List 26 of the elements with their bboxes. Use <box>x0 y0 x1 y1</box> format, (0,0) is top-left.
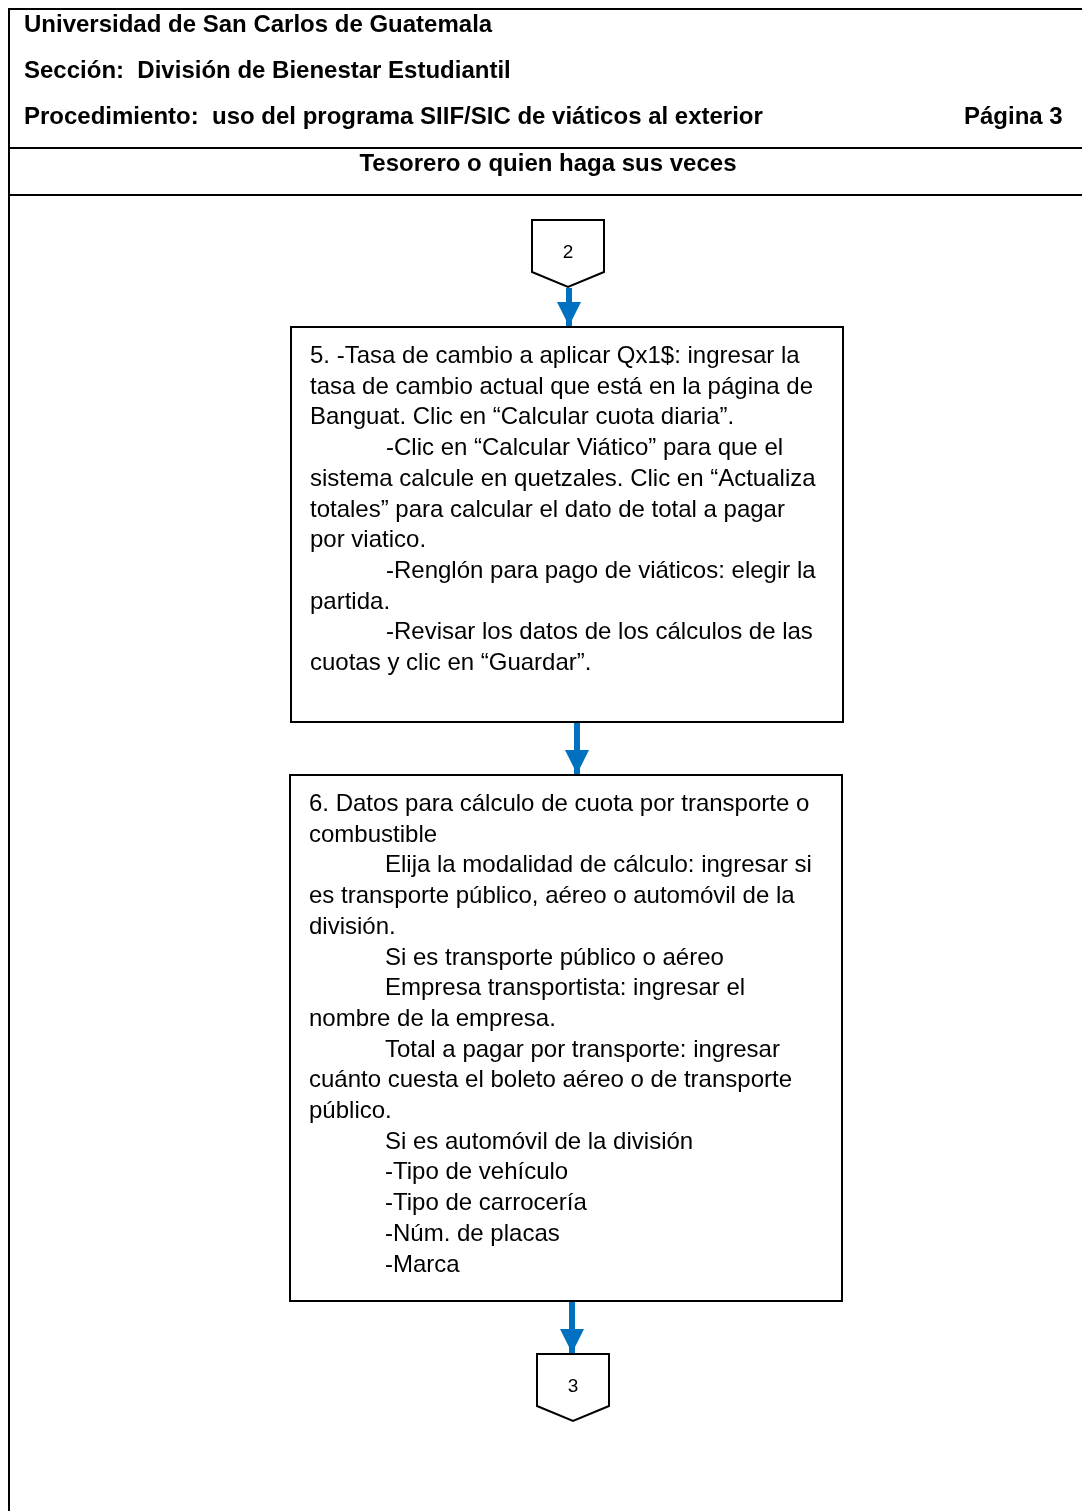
step-text: 5. -Tasa de cambio a aplicar Qx1$: ingresar la tasa de cambio actual que está en la página de Banguat. Clic en “Calcular cuota diaria”. <box>310 340 815 432</box>
step-text: -Clic en “Calcular Viático” para que el sistema calcule en quetzales. Clic en “Actualiza totales” para calcular el dato de total a pagar por viatico. <box>310 432 817 555</box>
header-text: Procedimiento: uso del programa SIIF/SIC de viáticos al exterior <box>24 102 763 130</box>
step-text: Elija la modalidad de cálculo: ingresar si es transporte público, aéreo o automóvil de la división. <box>309 849 813 941</box>
header-text: Universidad de San Carlos de Guatemala <box>24 10 493 38</box>
header-text: Sección: División de Bienestar Estudiantil <box>24 56 511 84</box>
step-text: -Revisar los datos de los cálculos de las cuotas y clic en “Guardar”. <box>310 616 814 678</box>
arrow <box>565 723 589 774</box>
connector-number: 3 <box>566 1375 580 1397</box>
step-text: -Marca <box>384 1248 461 1279</box>
step-text: -Tipo de vehículo <box>384 1156 570 1187</box>
step-text: -Núm. de placas <box>384 1217 561 1248</box>
header-text: Página 3 <box>964 102 1063 130</box>
column-heading: Tesorero o quien haga sus veces <box>359 149 737 177</box>
step-text: -Renglón para pago de viáticos: elegir la partida. <box>310 554 817 616</box>
step-text: Empresa transportista: ingresar el nombre de la empresa. <box>309 972 747 1033</box>
arrow <box>557 288 581 326</box>
step-text: Si es automóvil de la división <box>384 1125 695 1156</box>
process-box <box>289 774 843 1302</box>
arrow <box>560 1302 584 1353</box>
process-box <box>290 326 844 723</box>
connector-number: 2 <box>561 241 575 263</box>
step-text: -Tipo de carrocería <box>384 1187 588 1218</box>
step-text: Total a pagar por transporte: ingresar cuánto cuesta el boleto aéreo o de transporte público. <box>309 1033 793 1126</box>
step-text: 6. Datos para cálculo de cuota por transporte o combustible <box>309 788 811 849</box>
step-text: Si es transporte público o aéreo <box>384 941 725 972</box>
